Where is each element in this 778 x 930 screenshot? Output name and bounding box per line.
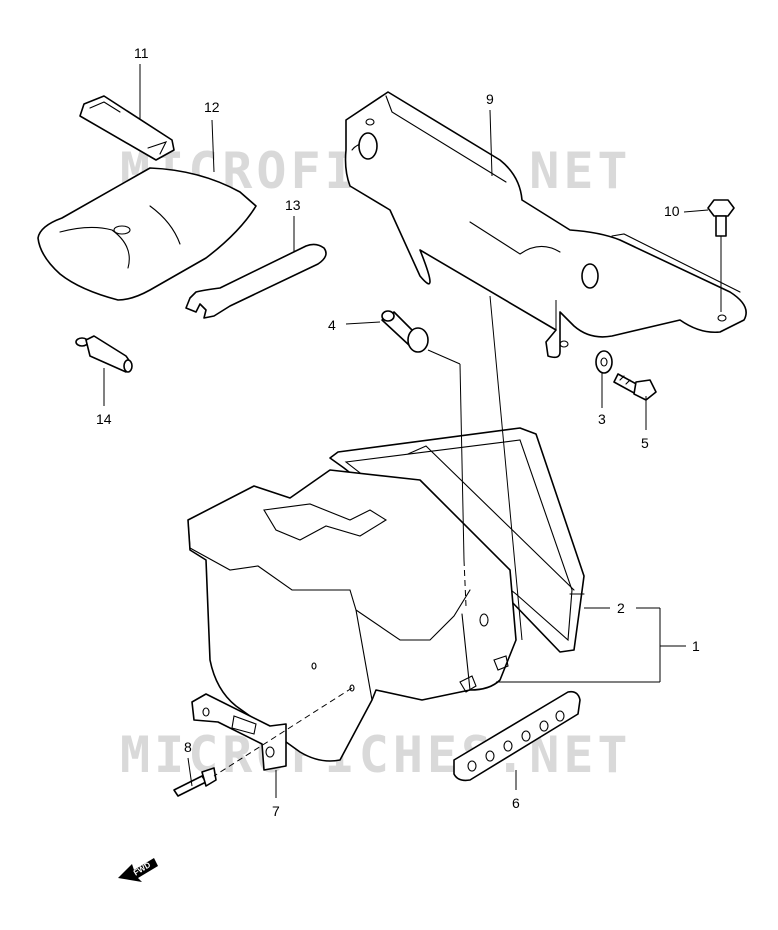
part-collar[interactable]: [381, 310, 429, 353]
callouts: 11 12 13 14 9 10 4 3 5 2 1 8 7 6: [96, 45, 700, 819]
part-cover-bag[interactable]: [37, 167, 257, 301]
callout-14: 14: [96, 411, 112, 427]
callout-11: 11: [134, 45, 149, 61]
leader-lines: [103, 64, 709, 798]
callout-13: 13: [285, 197, 301, 213]
callout-6: 6: [512, 795, 520, 811]
callout-7: 7: [272, 803, 280, 819]
callout-9: 9: [486, 91, 494, 107]
callout-12: 12: [204, 99, 220, 115]
part-grommet[interactable]: [75, 335, 133, 373]
part-pin[interactable]: [173, 767, 217, 797]
callout-2: 2: [617, 600, 625, 616]
watermark-bottom: MICROFICHES.NET: [120, 726, 632, 784]
part-screw[interactable]: [613, 373, 657, 401]
arrow-left-icon: [118, 858, 158, 882]
part-holder-strip[interactable]: [453, 690, 581, 782]
part-strap[interactable]: [79, 95, 175, 161]
part-bolt-10[interactable]: [707, 199, 735, 312]
part-toolbox[interactable]: [187, 469, 517, 762]
callout-4: 4: [328, 317, 336, 333]
callout-10: 10: [664, 203, 680, 219]
callout-3: 3: [598, 411, 606, 427]
fwd-badge: FWD: [118, 858, 158, 882]
part-spanner[interactable]: [185, 243, 327, 319]
callout-5: 5: [641, 435, 649, 451]
part-clip-bracket[interactable]: [191, 693, 287, 771]
part-washer[interactable]: [595, 350, 613, 374]
callout-8: 8: [184, 739, 192, 755]
part-bracket[interactable]: [344, 91, 747, 359]
callout-1: 1: [692, 638, 700, 654]
